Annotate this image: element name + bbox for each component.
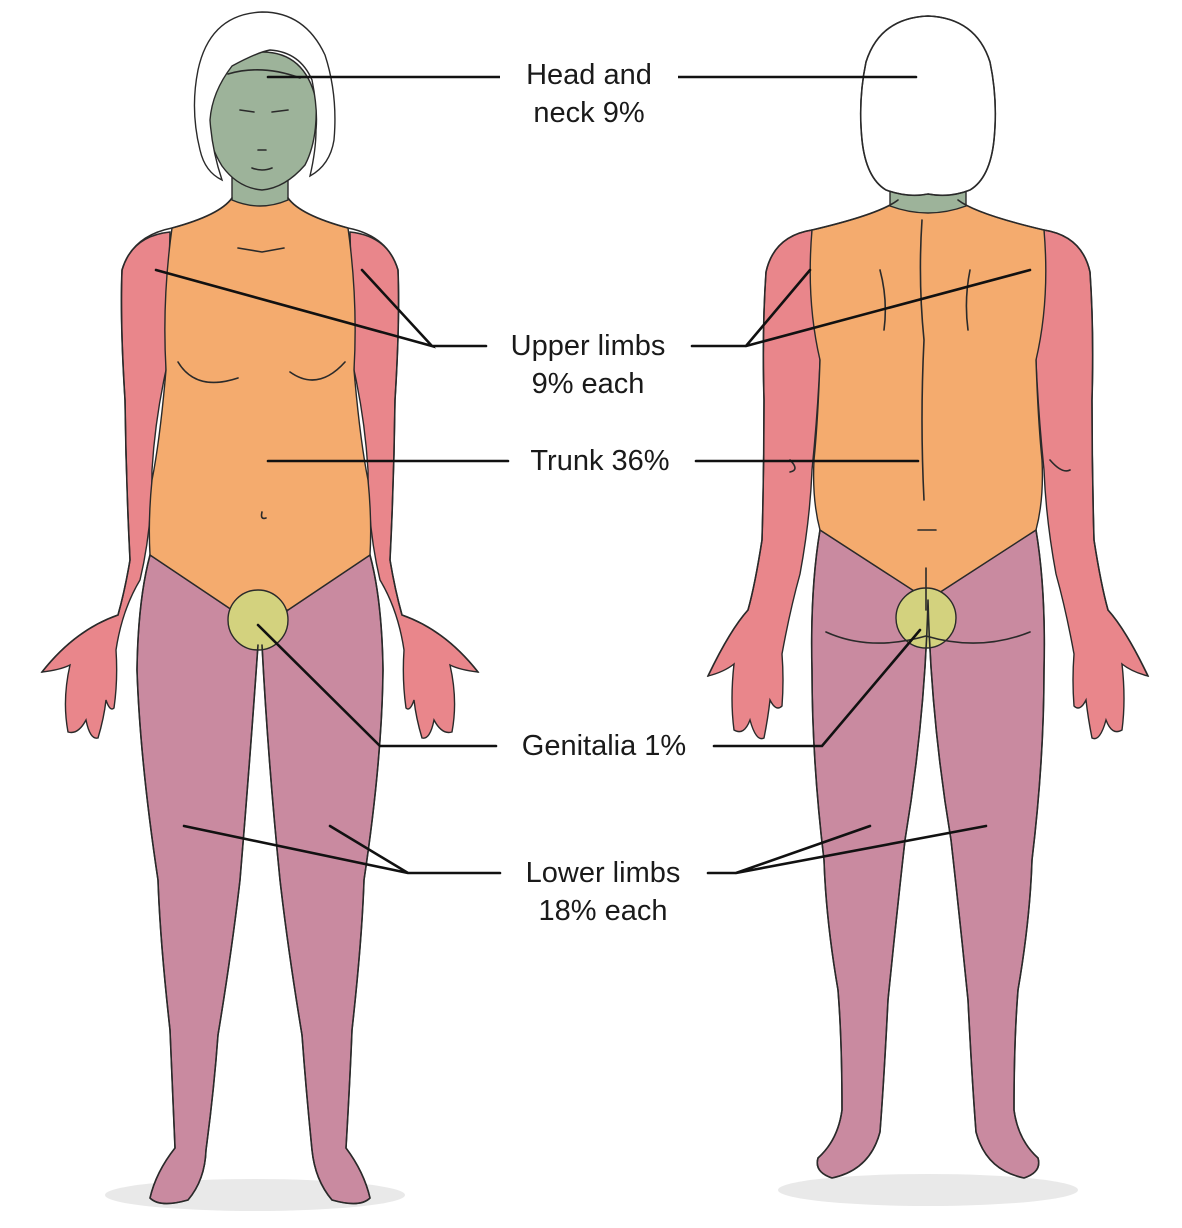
back-detail-lines <box>789 219 1071 644</box>
back-floor-shadow <box>778 1174 1078 1206</box>
genitalia-label-text: Genitalia 1% <box>521 730 687 762</box>
lower-limbs-label-line2: 18% each <box>538 895 668 927</box>
leader-lines <box>154 75 1032 875</box>
front-figure <box>40 11 480 1211</box>
lower-limbs-leader <box>182 824 988 875</box>
head-neck-label-line2: neck 9% <box>533 97 645 129</box>
back-trunk <box>809 199 1047 601</box>
upper-limbs-label-line2: 9% each <box>531 368 645 400</box>
genitalia-label: Genitalia 1% <box>498 727 710 765</box>
upper-limbs-leader <box>154 268 1032 349</box>
back-hair <box>859 15 997 197</box>
upper-limbs-label-line1: Upper limbs <box>510 330 666 362</box>
genitalia-leader <box>256 623 922 748</box>
trunk-label-text: Trunk 36% <box>530 445 670 477</box>
front-detail-lines <box>177 69 346 520</box>
front-body-outline <box>41 197 479 1205</box>
back-body-outline <box>707 15 1149 1179</box>
front-genitalia <box>227 589 289 651</box>
lower-limbs-label-line1: Lower limbs <box>525 857 681 889</box>
back-figure <box>706 15 1150 1206</box>
front-hair <box>193 11 336 182</box>
trunk-label: Trunk 36% <box>512 442 688 480</box>
lower-limbs-label: Lower limbs 18% each <box>502 854 704 930</box>
upper-limbs-label: Upper limbs 9% each <box>490 327 686 403</box>
head-neck-label-line1: Head and <box>526 59 652 91</box>
front-trunk <box>148 197 372 611</box>
head-neck-label: Head and neck 9% <box>500 56 678 132</box>
